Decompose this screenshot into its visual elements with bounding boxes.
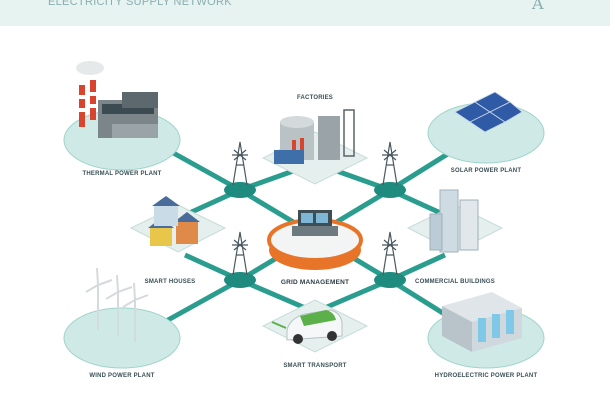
label-grid: GRID MANAGEMENT <box>280 279 350 286</box>
label-solar: SOLAR POWER PLANT <box>450 168 522 174</box>
thermal-plant-icon <box>76 61 158 138</box>
label-houses: SMART HOUSES <box>144 279 196 285</box>
grid-management-icon <box>267 210 363 270</box>
junction-pads <box>224 182 406 288</box>
hydroelectric-dam-icon <box>442 292 522 352</box>
header-bar: ELECTRICITY SUPPLY NETWORK A <box>0 0 610 26</box>
round-platforms <box>63 102 545 369</box>
label-commercial: COMMERCIAL BUILDINGS <box>415 279 495 285</box>
pylon-icon <box>382 231 398 276</box>
label-hydro: HYDROELECTRIC POWER PLANT <box>434 373 538 379</box>
pylon-icon <box>232 231 248 276</box>
factories-icon <box>274 109 355 164</box>
label-thermal: THERMAL POWER PLANT <box>82 171 162 177</box>
page-title: ELECTRICITY SUPPLY NETWORK <box>48 0 232 8</box>
label-transport: SMART TRANSPORT <box>283 363 347 369</box>
label-wind: WIND POWER PLANT <box>89 373 155 379</box>
pylon-icon <box>382 141 398 186</box>
smart-car-icon <box>271 309 343 344</box>
solar-panels-icon <box>454 91 523 133</box>
pylon-icons <box>232 141 398 276</box>
wind-turbines-icon <box>85 267 149 342</box>
pylon-icon <box>232 141 248 186</box>
commercial-buildings-icon <box>429 189 479 253</box>
smart-houses-icon <box>148 196 200 246</box>
label-factories: FACTORIES <box>296 95 334 101</box>
header-mark: A <box>532 0 544 13</box>
